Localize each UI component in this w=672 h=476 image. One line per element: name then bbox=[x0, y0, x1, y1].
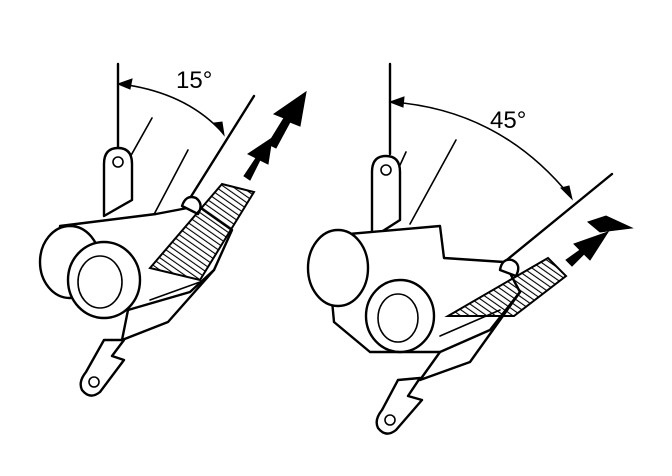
right-housing-post bbox=[498, 258, 520, 278]
left-webbing-hatched bbox=[148, 182, 256, 282]
right-arc-arrowhead-end bbox=[560, 185, 573, 201]
right-retractor-view: 45° bbox=[306, 62, 634, 435]
right-angle-label: 45° bbox=[490, 107, 526, 134]
right-lower-mount-hole bbox=[384, 414, 396, 426]
right-upper-mount-hole bbox=[380, 164, 392, 176]
left-arc-arrowhead-end bbox=[213, 121, 225, 137]
left-upper-mount-tab bbox=[102, 146, 134, 218]
right-lower-mount-bracket bbox=[375, 376, 424, 435]
right-pull-arrow-large bbox=[586, 215, 634, 233]
right-belt-line-mid bbox=[409, 139, 457, 225]
left-retractor-view: 15° bbox=[38, 62, 307, 397]
right-upper-mount-tab bbox=[370, 154, 402, 240]
right-spool-front-inner bbox=[377, 293, 419, 343]
left-angle-label: 15° bbox=[176, 67, 212, 94]
left-belt-line-mid bbox=[149, 149, 189, 223]
left-lower-mount-hole bbox=[88, 376, 100, 388]
right-webbing-hatched bbox=[444, 256, 568, 317]
right-pull-arrow-small bbox=[565, 231, 610, 267]
right-arc-arrowhead-start bbox=[388, 96, 405, 108]
left-pull-arrow-large bbox=[267, 90, 307, 149]
right-spool-rear bbox=[306, 228, 370, 308]
left-pull-arrow-small bbox=[243, 136, 273, 181]
left-arc-arrowhead-start bbox=[116, 78, 133, 90]
right-housing-rib bbox=[439, 309, 501, 337]
left-housing-lower-frame bbox=[120, 268, 216, 342]
left-upper-mount-hole bbox=[112, 156, 124, 168]
right-angle-arc bbox=[391, 101, 571, 197]
left-lower-mount-bracket bbox=[79, 338, 126, 397]
right-housing-lower-frame bbox=[418, 290, 522, 382]
left-spool-front-inner bbox=[77, 255, 123, 309]
left-angle-arc bbox=[119, 83, 223, 133]
left-housing-rib bbox=[149, 281, 201, 301]
